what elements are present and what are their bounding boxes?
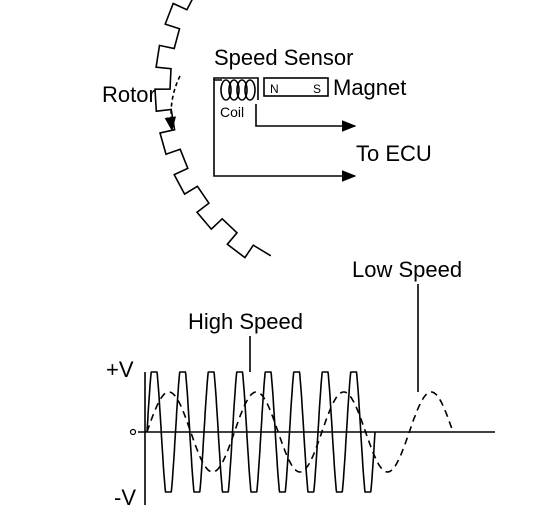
- coil-windings: [220, 79, 256, 101]
- plus-v-label: +V: [106, 357, 134, 382]
- low-speed-waveform: [146, 391, 454, 473]
- minus-v-label: -V: [114, 485, 136, 510]
- coil-label: Coil: [220, 104, 244, 120]
- high-speed-label: High Speed: [188, 309, 303, 334]
- rotor-teeth: [154, 0, 272, 259]
- rotor-label: Rotor: [102, 82, 156, 107]
- low-speed-label: Low Speed: [352, 257, 462, 282]
- ecu-lead-wire-lower: [213, 79, 357, 182]
- high-speed-waveform: [146, 371, 376, 493]
- ecu-lead-wire-upper: [255, 104, 357, 132]
- magnet-body: [263, 77, 329, 97]
- rotor-rotation-arrow: [164, 75, 181, 132]
- speed-sensor-label: Speed Sensor: [214, 45, 353, 70]
- magnet-pole-s: S: [313, 82, 321, 96]
- sensor-housing: [213, 77, 259, 100]
- to-ecu-label: To ECU: [356, 141, 432, 166]
- magnet-pole-n: N: [270, 82, 279, 96]
- magnet-label: Magnet: [333, 75, 406, 100]
- zero-marker: [129, 428, 137, 436]
